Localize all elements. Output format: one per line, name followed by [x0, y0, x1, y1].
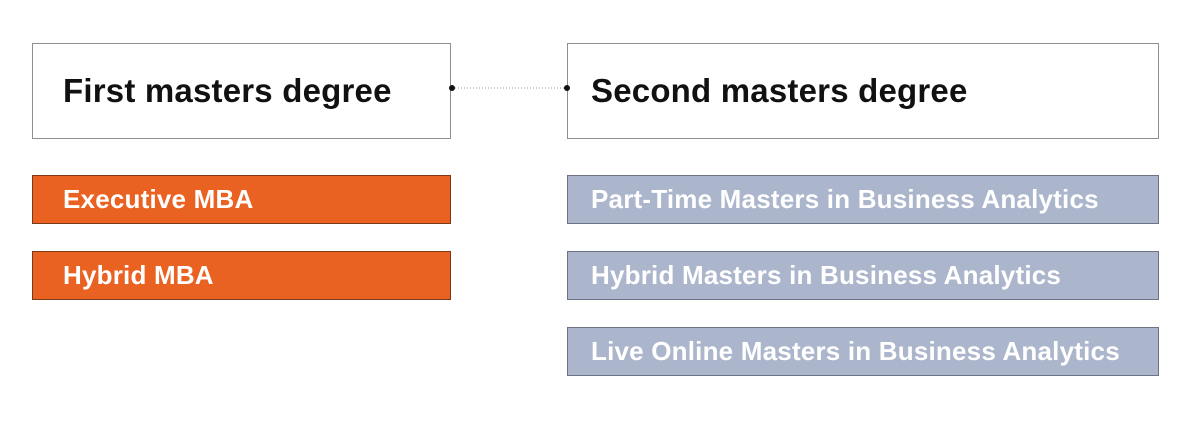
- second-degree-header: Second masters degree: [567, 43, 1159, 139]
- first-degree-item-hybrid-mba: Hybrid MBA: [32, 251, 451, 300]
- second-degree-item-live-online-msba: Live Online Masters in Business Analytic…: [567, 327, 1159, 376]
- second-degree-item-part-time-msba: Part-Time Masters in Business Analytics: [567, 175, 1159, 224]
- first-degree-header: First masters degree: [32, 43, 451, 139]
- second-degree-item-hybrid-msba: Hybrid Masters in Business Analytics: [567, 251, 1159, 300]
- first-degree-item-executive-mba: Executive MBA: [32, 175, 451, 224]
